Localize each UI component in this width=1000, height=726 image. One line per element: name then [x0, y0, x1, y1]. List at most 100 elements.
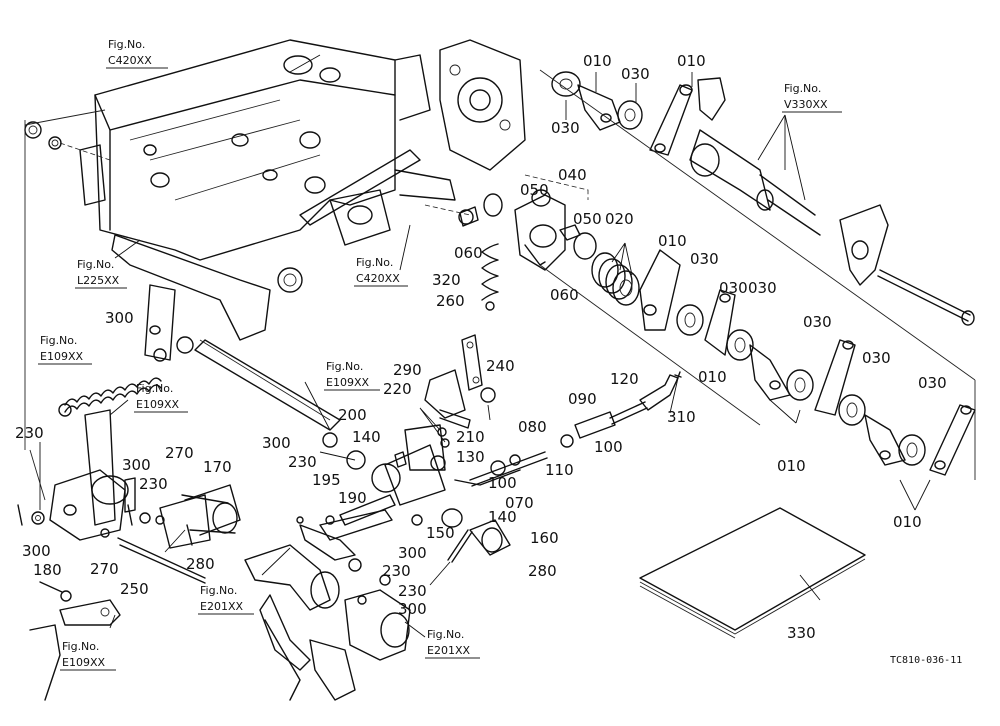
- label-230: 230: [398, 582, 427, 600]
- label-300: 300: [262, 434, 291, 452]
- label-280: 280: [186, 555, 215, 573]
- svg-text:Fig.No.: Fig.No.: [200, 584, 237, 597]
- label-200: 200: [338, 406, 367, 424]
- fig-ref-e109-bottom: Fig.No. E109XX: [60, 640, 116, 671]
- label-270: 270: [165, 444, 194, 462]
- label-180: 180: [33, 561, 62, 579]
- svg-text:Fig.No.: Fig.No.: [427, 628, 464, 641]
- lower-pedal-linkage-right: [309, 558, 411, 701]
- label-070: 070: [505, 494, 534, 512]
- svg-text:C420XX: C420XX: [108, 54, 152, 67]
- svg-text:Fig.No.: Fig.No.: [784, 82, 821, 95]
- transmission-housing: [24, 39, 526, 261]
- label-330: 330: [787, 624, 816, 642]
- svg-text:C420XX: C420XX: [356, 272, 400, 285]
- label-100: 100: [488, 474, 517, 492]
- label-010: 010: [677, 52, 706, 70]
- label-210: 210: [456, 428, 485, 446]
- label-010: 010: [698, 368, 727, 386]
- label-010: 010: [583, 52, 612, 70]
- label-030: 030: [690, 250, 719, 268]
- lower-pedal-linkage: [244, 509, 393, 701]
- svg-text:E109XX: E109XX: [136, 398, 179, 411]
- svg-text:E201XX: E201XX: [427, 644, 470, 657]
- label-270: 270: [90, 560, 119, 578]
- label-130: 130: [456, 448, 485, 466]
- label-195: 195: [312, 471, 341, 489]
- mid-plates-stack: [539, 249, 976, 480]
- svg-text:L225XX: L225XX: [77, 274, 120, 287]
- svg-text:Fig.No.: Fig.No.: [136, 382, 173, 395]
- shift-fork-housing: [514, 174, 597, 271]
- svg-text:Fig.No.: Fig.No.: [326, 360, 363, 373]
- svg-text:V330XX: V330XX: [784, 98, 828, 111]
- label-030: 030: [719, 279, 748, 297]
- label-170: 170: [203, 458, 232, 476]
- drawing-code: TC810-036-11: [890, 655, 962, 666]
- label-030: 030: [918, 374, 947, 392]
- svg-text:E109XX: E109XX: [62, 656, 105, 669]
- label-090: 090: [568, 390, 597, 408]
- label-120: 120: [610, 370, 639, 388]
- svg-text:E109XX: E109XX: [326, 376, 369, 389]
- label-110: 110: [545, 461, 574, 479]
- svg-text:Fig.No.: Fig.No.: [62, 640, 99, 653]
- bracket-and-bushing: [159, 484, 241, 549]
- label-140: 140: [352, 428, 381, 446]
- label-030: 030: [551, 119, 580, 137]
- label-020: 020: [605, 210, 634, 228]
- label-190: 190: [338, 489, 367, 507]
- label-240: 240: [486, 357, 515, 375]
- operator-manual: [639, 507, 866, 639]
- label-010: 010: [893, 513, 922, 531]
- top-washers-plates: [539, 69, 976, 381]
- label-300: 300: [122, 456, 151, 474]
- label-010: 010: [658, 232, 687, 250]
- label-140: 140: [488, 508, 517, 526]
- label-100: 100: [594, 438, 623, 456]
- label-040: 040: [558, 166, 587, 184]
- label-220: 220: [383, 380, 412, 398]
- fig-ref-e109-center: Fig.No. E109XX: [324, 360, 380, 391]
- fig-ref-e201-left: Fig.No. E201XX: [198, 584, 254, 615]
- center-rod-assembly: [339, 371, 682, 563]
- label-030: 030: [862, 349, 891, 367]
- label-050: 050: [573, 210, 602, 228]
- leader-lines: [39, 54, 931, 638]
- left-small-hardware: [17, 449, 206, 701]
- svg-text:Fig.No.: Fig.No.: [77, 258, 114, 271]
- shaft-bracket-assembly: [277, 149, 456, 293]
- label-080: 080: [518, 418, 547, 436]
- label-230: 230: [15, 424, 44, 442]
- disc-spring-stack: [591, 252, 640, 306]
- label-300: 300: [105, 309, 134, 327]
- fig-ref-l225: Fig.No. L225XX: [75, 258, 127, 289]
- svg-text:Fig.No.: Fig.No.: [356, 256, 393, 269]
- figure-references: Fig.No. C420XX Fig.No. V330XX Fig.No. L2…: [38, 38, 842, 671]
- fig-ref-e201-right: Fig.No. E201XX: [425, 628, 480, 659]
- fig-ref-v330: Fig.No. V330XX: [782, 82, 842, 113]
- label-320: 320: [432, 271, 461, 289]
- svg-text:E109XX: E109XX: [40, 350, 83, 363]
- label-060: 060: [550, 286, 579, 304]
- label-030: 030: [748, 279, 777, 297]
- fig-ref-e109-left: Fig.No. E109XX: [38, 334, 92, 365]
- label-250: 250: [120, 580, 149, 598]
- label-230: 230: [382, 562, 411, 580]
- label-050: 050: [520, 181, 549, 199]
- svg-text:Fig.No.: Fig.No.: [108, 38, 145, 51]
- fig-ref-c420-mid: Fig.No. C420XX: [354, 256, 408, 287]
- coil-spring: [58, 348, 167, 417]
- label-290: 290: [393, 361, 422, 379]
- part-number-labels: 010 010 030 030 040 050 050 020 010 030 …: [15, 52, 947, 642]
- svg-text:E201XX: E201XX: [200, 600, 243, 613]
- label-300: 300: [398, 600, 427, 618]
- label-160: 160: [530, 529, 559, 547]
- label-260: 260: [436, 292, 465, 310]
- label-230: 230: [139, 475, 168, 493]
- label-010: 010: [777, 457, 806, 475]
- label-060: 060: [454, 244, 483, 262]
- label-310: 310: [667, 408, 696, 426]
